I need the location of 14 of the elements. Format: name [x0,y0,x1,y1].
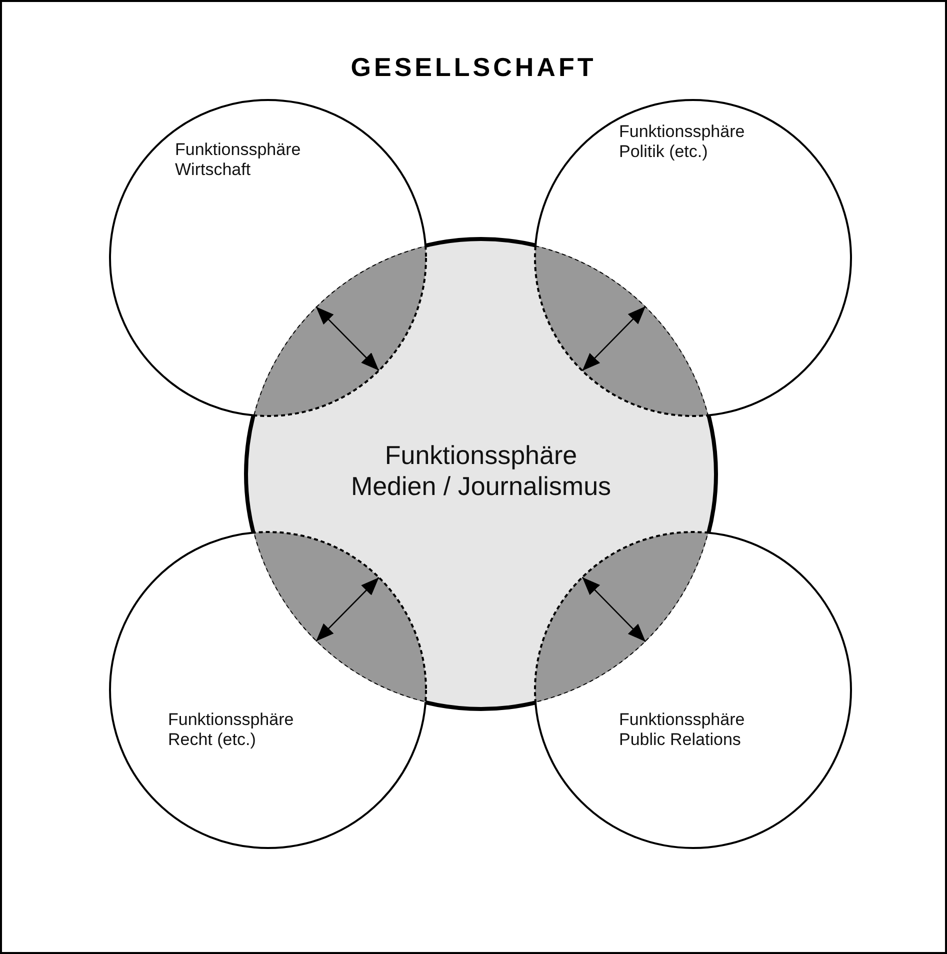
sphere-label: Funktionssphäre Recht (etc.) [168,710,295,751]
sphere-circle [532,529,854,851]
sphere-label: Funktionssphäre Politik (etc.) [619,122,746,163]
frame-title: GESELLSCHAFT [350,52,598,83]
double-arrow [582,576,646,642]
sphere-label: Funktionssphäre Wirtschaft [175,140,302,181]
double-arrow [582,306,646,372]
sphere-circle [107,97,429,419]
sphere-label: Funktionssphäre Public Relations [619,710,746,751]
double-arrow [316,306,380,371]
sphere-label: Funktionssphäre Medien / Journalismus [350,440,612,502]
sphere-circle [107,529,429,851]
sphere-circle [532,97,854,419]
double-arrow [316,577,380,642]
